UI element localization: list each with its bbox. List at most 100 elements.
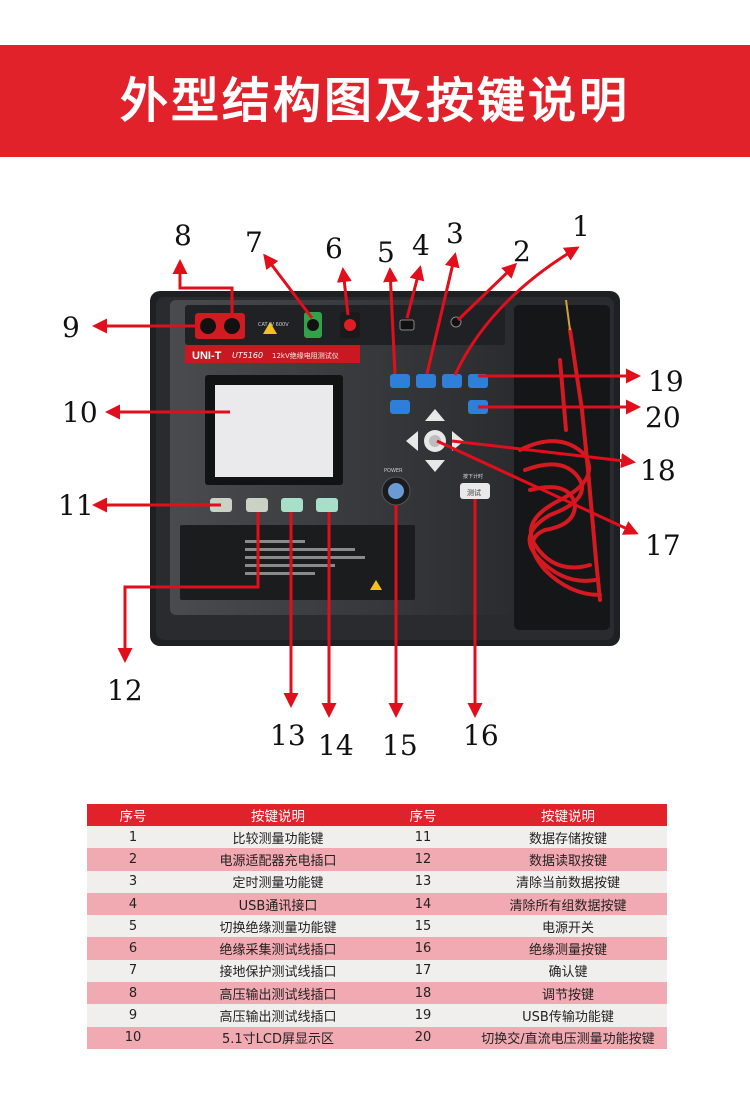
row-desc: 清除所有组数据按键 bbox=[469, 892, 667, 916]
row-no: 2 bbox=[87, 848, 179, 871]
row-desc: USB传输功能键 bbox=[469, 1004, 667, 1027]
usb-port[interactable] bbox=[399, 319, 415, 331]
title-banner: 外型结构图及按键说明 bbox=[0, 45, 750, 157]
callout-11: 11 bbox=[58, 489, 94, 522]
row-no: 18 bbox=[377, 982, 469, 1005]
model-description: 12kV绝缘电阻测试仪 bbox=[272, 351, 339, 360]
row-desc: USB通讯接口 bbox=[179, 892, 377, 916]
page-title: 外型结构图及按键说明 bbox=[119, 73, 630, 129]
callout-arrows bbox=[92, 246, 641, 718]
callout-19: 19 bbox=[648, 365, 684, 398]
caution-icon bbox=[370, 580, 382, 590]
row-no: 12 bbox=[377, 848, 469, 871]
device-diagram: CAT IV 600V UNI-T UT5160 12kV绝缘电阻测试仪 bbox=[58, 210, 684, 760]
power-label: POWER bbox=[384, 468, 403, 474]
clear-current-key[interactable] bbox=[281, 498, 303, 512]
callout-17: 17 bbox=[645, 529, 681, 562]
callout-8: 8 bbox=[174, 219, 192, 252]
callout-7: 7 bbox=[245, 226, 263, 259]
callout-4: 4 bbox=[412, 229, 430, 262]
test-button-label: 测试 bbox=[467, 488, 481, 497]
row-desc: 高压输出测试线插口 bbox=[179, 982, 377, 1005]
row-desc: 清除当前数据按键 bbox=[469, 870, 667, 893]
data-read-key[interactable] bbox=[246, 498, 268, 512]
blue-key-5[interactable] bbox=[390, 400, 410, 414]
callout-20: 20 bbox=[645, 401, 681, 434]
row-no: 17 bbox=[377, 959, 469, 983]
header-no-2: 序号 bbox=[377, 804, 469, 826]
row-no: 7 bbox=[87, 959, 179, 983]
row-no: 1 bbox=[87, 826, 179, 849]
test-leads bbox=[518, 328, 602, 602]
ground-guard-socket[interactable] bbox=[304, 312, 322, 338]
header-desc-2: 按键说明 bbox=[469, 804, 667, 826]
callout-6: 6 bbox=[325, 232, 343, 265]
row-desc: 数据存储按键 bbox=[469, 826, 667, 849]
row-no: 10 bbox=[87, 1026, 179, 1049]
row-desc: 绝缘采集测试线插口 bbox=[179, 937, 377, 960]
callout-16: 16 bbox=[463, 719, 499, 752]
callout-5: 5 bbox=[377, 236, 395, 269]
row-no: 14 bbox=[377, 892, 469, 916]
row-desc: 5.1寸LCD屏显示区 bbox=[179, 1026, 377, 1049]
row-desc: 高压输出测试线插口 bbox=[179, 1004, 377, 1027]
callout-10: 10 bbox=[62, 396, 98, 429]
row-desc: 定时测量功能键 bbox=[179, 870, 377, 893]
blue-key-3[interactable] bbox=[442, 374, 462, 388]
row-no: 6 bbox=[87, 937, 179, 960]
row-desc: 切换交/直流电压测量功能按键 bbox=[469, 1026, 667, 1049]
row-desc: 绝缘测量按键 bbox=[469, 937, 667, 960]
arrow-up-icon[interactable] bbox=[425, 409, 445, 421]
clear-all-key[interactable] bbox=[316, 498, 338, 512]
row-desc: 电源开关 bbox=[469, 915, 667, 938]
insulation-mode-key[interactable] bbox=[390, 374, 410, 388]
high-voltage-output-socket[interactable] bbox=[195, 313, 245, 339]
row-no: 5 bbox=[87, 915, 179, 938]
model-label: UT5160 bbox=[232, 351, 263, 360]
row-no: 11 bbox=[377, 826, 469, 849]
row-desc: 比较测量功能键 bbox=[179, 826, 377, 849]
test-button-hint: 按下计时 bbox=[463, 473, 483, 480]
row-no: 4 bbox=[87, 892, 179, 916]
lcd-screen bbox=[215, 385, 333, 477]
insulation-collection-socket[interactable] bbox=[340, 312, 360, 338]
navigation-pad bbox=[406, 409, 464, 472]
callout-2: 2 bbox=[513, 235, 531, 268]
test-button[interactable] bbox=[460, 483, 490, 499]
row-no: 20 bbox=[377, 1026, 469, 1049]
header-no-1: 序号 bbox=[87, 804, 179, 826]
warning-icon bbox=[263, 322, 277, 334]
row-no: 16 bbox=[377, 937, 469, 960]
callout-15: 15 bbox=[382, 729, 418, 760]
callout-12: 12 bbox=[107, 674, 143, 707]
row-desc: 接地保护测试线插口 bbox=[179, 959, 377, 983]
header-desc-1: 按键说明 bbox=[179, 804, 377, 826]
table-header: 序号 按键说明 序号 按键说明 bbox=[87, 804, 667, 826]
arrow-left-icon[interactable] bbox=[406, 431, 418, 451]
arrow-down-icon[interactable] bbox=[425, 460, 445, 472]
callout-13: 13 bbox=[270, 719, 306, 752]
row-no: 19 bbox=[377, 1004, 469, 1027]
row-desc: 切换绝缘测量功能键 bbox=[179, 915, 377, 938]
row-desc: 数据读取按键 bbox=[469, 848, 667, 871]
callout-18: 18 bbox=[640, 454, 676, 487]
timer-mode-key[interactable] bbox=[416, 374, 436, 388]
callout-1: 1 bbox=[572, 210, 590, 243]
row-no: 8 bbox=[87, 982, 179, 1005]
row-no: 13 bbox=[377, 870, 469, 893]
row-no: 3 bbox=[87, 870, 179, 893]
callout-3: 3 bbox=[446, 217, 464, 250]
row-desc: 调节按键 bbox=[469, 982, 667, 1005]
callout-14: 14 bbox=[318, 729, 354, 760]
callout-9: 9 bbox=[62, 311, 80, 344]
cat-rating: CAT IV 600V bbox=[258, 322, 289, 328]
